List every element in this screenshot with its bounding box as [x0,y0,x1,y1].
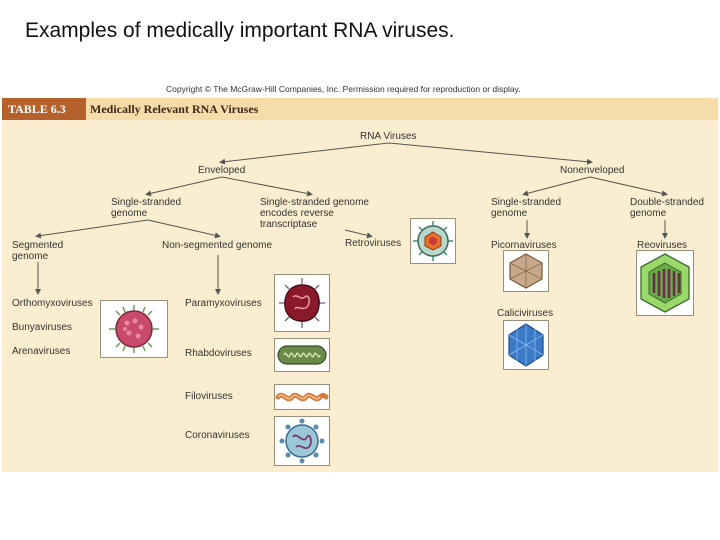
node-segmented-genome: Segmented genome [12,240,64,262]
retrovirus-icon [413,221,453,261]
label-retroviruses: Retroviruses [345,238,402,249]
node-nonenveloped-single-stranded: Single-stranded genome [491,197,562,219]
node-rna-viruses: RNA Viruses [360,131,417,142]
table-number-tag: TABLE 6.3 [2,98,86,120]
retrovirus-illustration [410,218,456,264]
label-picornaviruses: Picornaviruses [491,240,557,251]
label-bunyaviruses: Bunyaviruses [12,322,73,333]
orthomyxovirus-illustration [100,300,168,358]
node-nonenveloped: Nonenveloped [560,165,625,176]
reovirus-illustration [636,250,694,316]
reovirus-icon [640,253,690,313]
node-enveloped: Enveloped [198,165,246,176]
paramyxovirus-icon [279,278,325,328]
node-reverse-transcriptase: Single-stranded genome encodes reverse t… [260,197,369,230]
rhabdovirus-illustration [274,338,330,372]
table-number: TABLE 6.3 [8,102,66,116]
coronavirus-icon [279,418,325,464]
picornavirus-illustration [503,250,549,292]
table-name: Medically Relevant RNA Viruses [90,102,259,116]
label-paramyxoviruses: Paramyxoviruses [185,298,262,309]
paramyxovirus-illustration [274,274,330,332]
label-coronaviruses: Coronaviruses [185,430,250,441]
label-orthomyxoviruses: Orthomyxoviruses [12,298,93,309]
orthomyxovirus-icon [109,305,159,353]
label-filoviruses: Filoviruses [185,391,233,402]
filovirus-illustration [274,384,330,410]
label-caliciviruses: Caliciviruses [497,308,554,319]
rhabdovirus-icon [277,345,327,365]
picornavirus-icon [509,253,543,289]
label-reoviruses: Reoviruses [637,240,688,251]
slide-title: Examples of medically important RNA viru… [25,19,455,42]
filovirus-icon [275,392,329,402]
copyright-notice: Copyright © The McGraw-Hill Companies, I… [166,84,521,94]
label-rhabdoviruses: Rhabdoviruses [185,348,252,359]
node-non-segmented-genome: Non-segmented genome [162,240,273,251]
calicivirus-icon [508,323,544,367]
table-header-bar [2,98,718,120]
node-double-stranded-genome: Double-stranded genome [630,197,704,219]
calicivirus-illustration [503,320,549,370]
node-single-stranded-genome: Single-stranded genome [111,197,182,219]
label-arenaviruses: Arenaviruses [12,346,71,357]
coronavirus-illustration [274,416,330,466]
table-panel [2,98,718,472]
